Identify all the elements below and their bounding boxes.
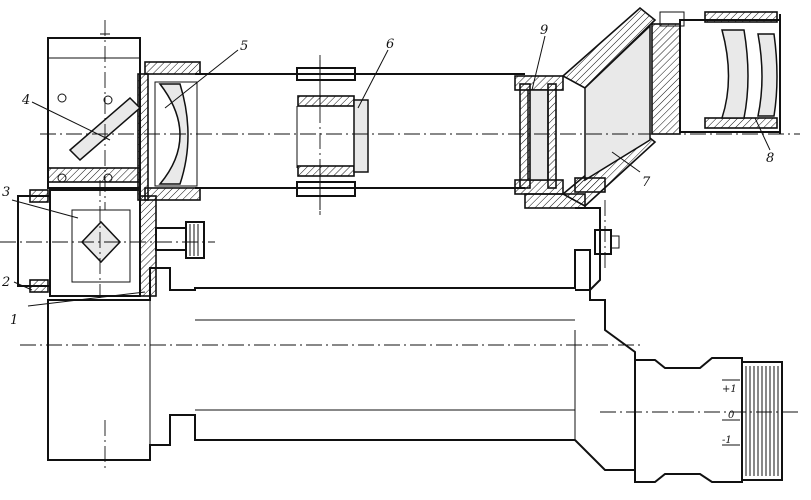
- callout-1: 1: [10, 313, 18, 328]
- callout-9: 9: [540, 23, 548, 38]
- knurl-pattern: [745, 366, 779, 476]
- callout-5: 5: [240, 39, 248, 54]
- callout-8: 8: [766, 151, 774, 166]
- cube-prism-unit: [17, 189, 205, 297]
- callout-6: 6: [386, 37, 394, 52]
- top-eyepiece: [651, 11, 781, 135]
- centre-lines: [0, 20, 800, 470]
- lower-body: [47, 249, 636, 471]
- scale-plus-one: +1: [722, 384, 737, 395]
- focus-eyepiece: +1 0 -1: [634, 357, 783, 483]
- callout-7: 7: [642, 175, 651, 190]
- scale-minus-one: -1: [722, 435, 732, 446]
- prism-housing: [561, 6, 657, 207]
- field-lens-group: [519, 83, 557, 189]
- leader-lines: [11, 35, 771, 307]
- mirror-box: [47, 33, 142, 189]
- scale-zero: 0: [728, 410, 735, 421]
- callout-3: 3: [2, 185, 10, 200]
- callout-4: 4: [21, 93, 30, 108]
- side-bolt: [575, 207, 620, 291]
- callout-2: 2: [1, 275, 10, 290]
